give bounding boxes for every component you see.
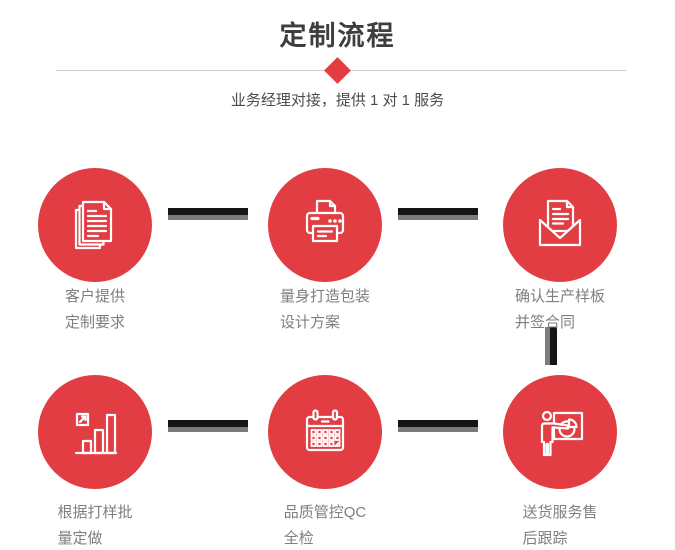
step-label-line: 量定做: [57, 530, 103, 547]
bar-chart-icon: [74, 412, 118, 455]
connector-bar-step2-step3: [398, 208, 478, 215]
step-label-line: 送货服务售: [522, 504, 598, 521]
connector-bar-step5-step6: [398, 420, 478, 427]
connector-bar-step3-step6: [550, 327, 557, 365]
documents-icon: [74, 200, 113, 250]
step-label-packaging-design: 量身打造包装 设计方案: [268, 284, 382, 336]
page-subtitle: 业务经理对接，提供 1 对 1 服务: [230, 92, 445, 109]
step-label-sample-contract: 确认生产样板 并签合同: [503, 284, 617, 336]
step-label-line: 品质管控QC: [283, 504, 367, 521]
step-label-line: 定制要求: [64, 314, 125, 331]
step-circle-batch-production: [38, 375, 152, 489]
calendar-icon: [305, 409, 345, 452]
step-circle-sample-contract: [503, 168, 617, 282]
open-envelope-icon: [538, 199, 582, 247]
step-circle-packaging-design: [268, 168, 382, 282]
step-label-line: 后跟踪: [522, 530, 568, 547]
step-label-line: 根据打样批: [57, 504, 133, 521]
step-label-customer-requirements: 客户提供 定制要求: [38, 284, 152, 336]
step-label-line: 客户提供: [64, 288, 125, 305]
step-label-line: 设计方案: [279, 314, 340, 331]
step-label-line: 确认生产样板: [514, 288, 605, 305]
step-label-line: 全检: [283, 530, 314, 547]
step-label-delivery-tracking: 送货服务售 后跟踪: [503, 500, 617, 550]
step-circle-delivery-tracking: [503, 375, 617, 489]
connector-bar-step1-step2: [168, 208, 248, 215]
presenter-board-icon: [540, 410, 584, 457]
step-circle-qc-inspection: [268, 375, 382, 489]
printer-icon: [305, 199, 345, 243]
step-label-batch-production: 根据打样批 量定做: [38, 500, 152, 550]
diamond-icon: [324, 57, 351, 84]
step-label-qc-inspection: 品质管控QC 全检: [268, 500, 382, 550]
step-label-line: 并签合同: [514, 314, 575, 331]
connector-bar-step4-step5: [168, 420, 248, 427]
step-circle-customer-requirements: [38, 168, 152, 282]
step-label-line: 量身打造包装: [279, 288, 370, 305]
page-title: 定制流程: [279, 21, 396, 51]
